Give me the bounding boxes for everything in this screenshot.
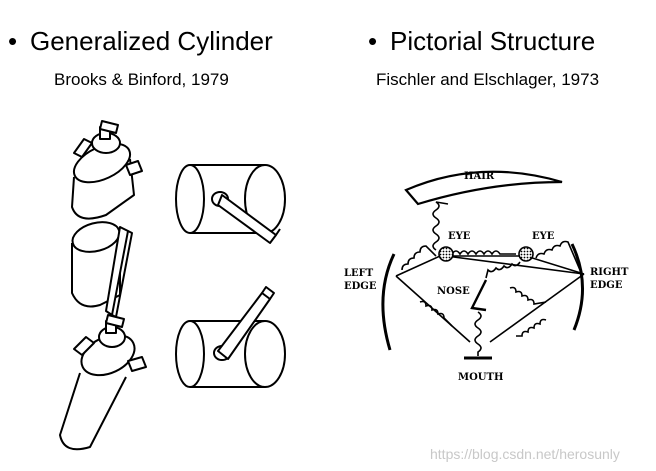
eye-eye-spring (451, 250, 516, 256)
nose-right-edge-spring (509, 286, 547, 305)
right-eye-node (518, 246, 534, 262)
left-edge-label-line1: LEFT (344, 268, 374, 279)
title-text: Generalized Cylinder (30, 26, 273, 56)
bullet-icon: • (8, 26, 18, 56)
eye-left-label: EYE (448, 231, 471, 242)
generalized-cylinder-citation: Brooks & Binford, 1979 (54, 70, 229, 89)
eye-right-label: EYE (532, 231, 555, 242)
left-edge-label-line2: EDGE (344, 281, 377, 292)
nose-label: NOSE (437, 286, 470, 297)
right-edge-bracket (570, 243, 584, 331)
watermark-text: https://blog.csdn.net/herosunly (430, 446, 620, 462)
bullet-icon: • (368, 26, 378, 56)
right-edge-eye-spring (535, 240, 581, 271)
nose-shape (470, 279, 488, 312)
hair-shape (404, 170, 563, 206)
pictorial-structure-figure: HAIR EYE EYE LEFT EDGE RIGHT EDGE NOSE M… (344, 170, 629, 383)
cylinder-with-raised-rod-drawing (175, 286, 286, 388)
hair-eye-spring (432, 201, 449, 251)
cylinder-with-panel-drawing (71, 221, 133, 318)
hair-label: HAIR (464, 171, 495, 182)
cylinder-with-cap-drawing (71, 120, 143, 220)
pictorial-structure-citation: Fischler and Elschlager, 1973 (376, 70, 600, 89)
left-edge-mouth-spring (419, 300, 453, 327)
generalized-cylinder-figure (59, 120, 286, 451)
generalized-cylinder-title: • Generalized Cylinder (8, 26, 273, 56)
tall-cylinder-with-cap-drawing (59, 314, 147, 451)
eye-nose-spring (485, 261, 521, 279)
mouth-label: MOUTH (458, 372, 503, 383)
right-edge-label-line1: RIGHT (590, 267, 629, 278)
cylinder-with-rod-drawing (175, 164, 286, 244)
title-text: Pictorial Structure (390, 26, 596, 56)
left-eye-node (438, 246, 454, 262)
left-edge-eye-spring (401, 245, 437, 271)
pictorial-structure-title: • Pictorial Structure (368, 26, 595, 56)
nose-mouth-spring (474, 311, 482, 356)
left-edge-bracket (381, 253, 396, 351)
right-edge-mouth-spring (516, 318, 547, 337)
right-edge-label-line2: EDGE (590, 280, 623, 291)
